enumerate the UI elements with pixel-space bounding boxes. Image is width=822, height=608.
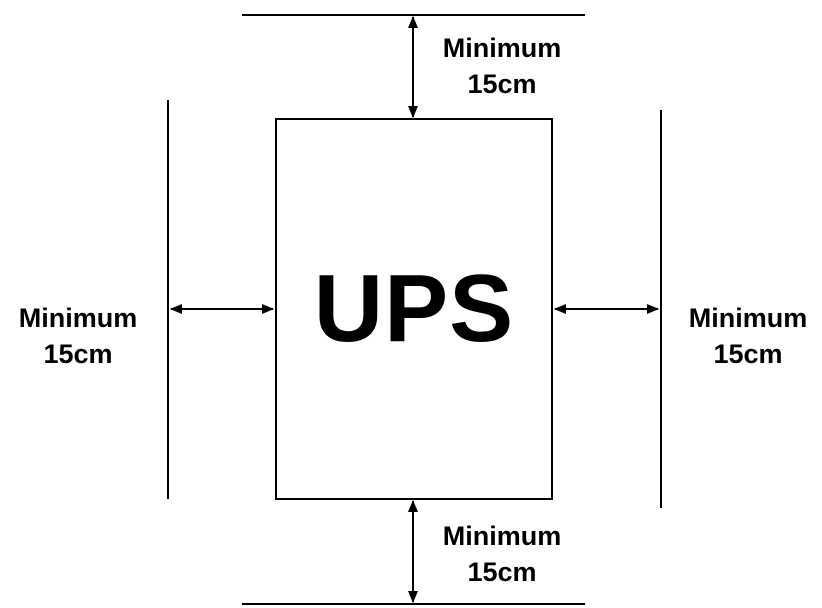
left-clearance-label: Minimum 15cm [8,300,148,372]
right-clearance-line1: Minimum [688,303,808,333]
right-clearance-label: Minimum 15cm [678,300,818,372]
left-clearance-line1: Minimum [18,303,138,333]
bottom-clearance-line1: Minimum [442,521,562,551]
left-clearance-line2: 15cm [43,339,113,369]
ups-unit-box [275,118,553,500]
ups-label: UPS [313,255,515,362]
bottom-clearance-line2: 15cm [467,557,537,587]
top-clearance-line2: 15cm [467,69,537,99]
top-clearance-line1: Minimum [442,33,562,63]
right-clearance-line2: 15cm [713,339,783,369]
top-clearance-label: Minimum 15cm [432,30,572,102]
bottom-clearance-label: Minimum 15cm [432,518,572,590]
